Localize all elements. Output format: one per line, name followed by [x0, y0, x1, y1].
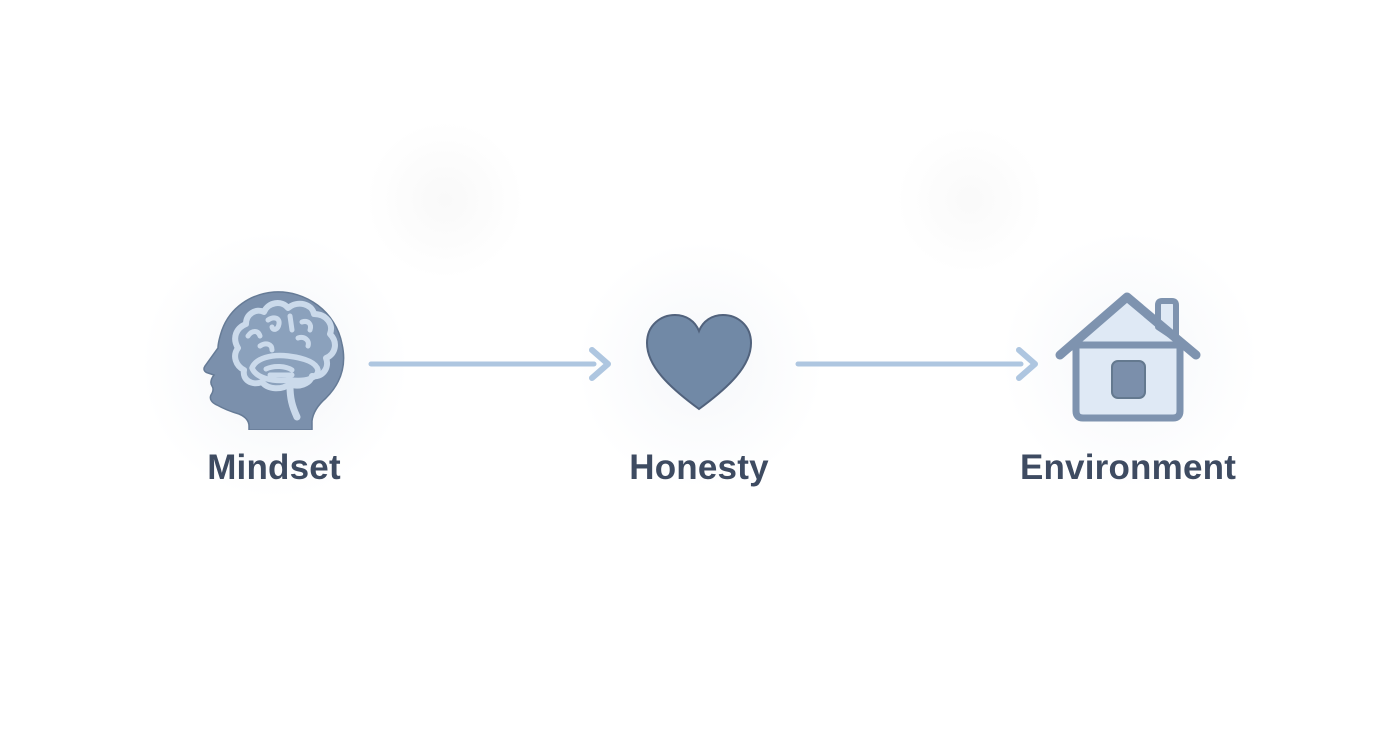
node-mindset [194, 286, 350, 430]
node-environment [1052, 287, 1204, 425]
node-label-mindset: Mindset [207, 448, 341, 487]
node-label-environment: Environment [1019, 448, 1237, 487]
background-smudge [895, 125, 1045, 275]
background-smudge [365, 120, 525, 280]
arrow-right-icon [366, 345, 614, 388]
arrow-right-icon [793, 345, 1041, 388]
house-window [1111, 360, 1146, 399]
brain-head-icon [203, 291, 345, 430]
house-icon [1055, 292, 1201, 422]
node-label-honesty: Honesty [629, 448, 769, 487]
node-honesty [641, 311, 757, 413]
heart-icon [645, 313, 753, 411]
